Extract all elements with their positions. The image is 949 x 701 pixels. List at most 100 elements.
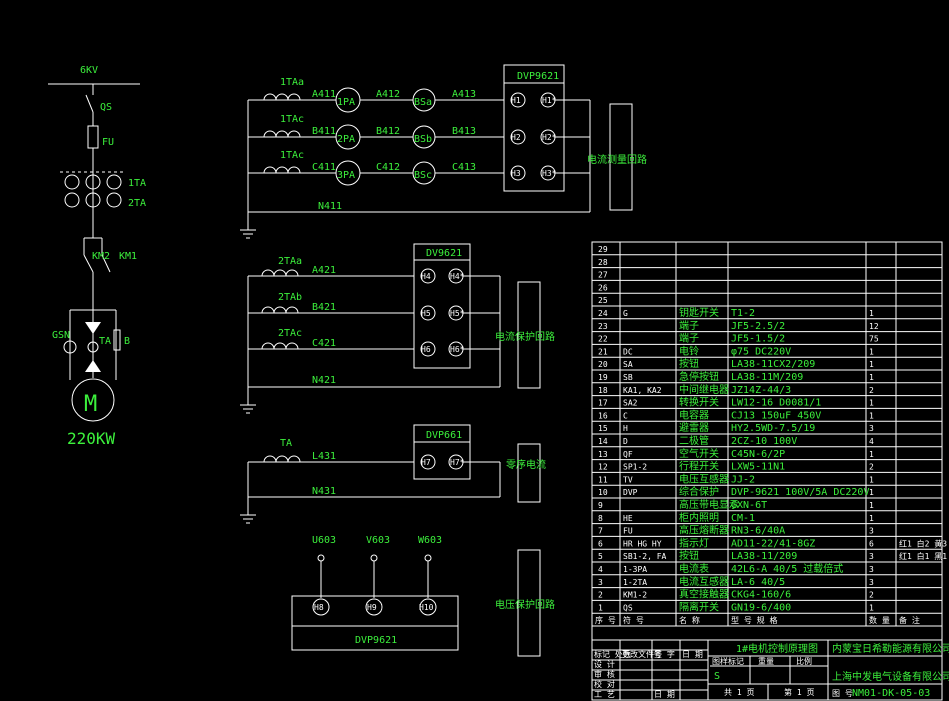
table-cell-code: QS bbox=[623, 603, 633, 612]
terminal-label: H5 bbox=[421, 309, 431, 318]
table-cell-name: 端子 bbox=[679, 332, 699, 345]
date-label: 日 期 bbox=[654, 690, 675, 699]
table-cell-name: 电压互感器 bbox=[679, 472, 729, 485]
reviewer-label: 审 核 bbox=[594, 669, 615, 679]
company-name-2: 上海中发电气设备有限公司 bbox=[832, 670, 949, 683]
meter-circuit-label: 电流测量回路 bbox=[587, 153, 647, 166]
terminal-label: H2 bbox=[511, 133, 521, 142]
table-cell-code: DVP bbox=[623, 488, 638, 497]
terminal-label: H9 bbox=[367, 603, 377, 612]
table-header-cell: 序 号 bbox=[595, 615, 616, 625]
protect-row-2: 2TAb B421 H5 H5* bbox=[248, 292, 500, 321]
table-cell-code: HE bbox=[623, 514, 633, 523]
table-cell-no: 7 bbox=[598, 527, 603, 536]
table-cell-qty: 3 bbox=[869, 578, 874, 587]
table-header-cell: 数 量 bbox=[869, 615, 890, 625]
km1-label: KM1 bbox=[119, 251, 137, 262]
table-row: 26 bbox=[598, 283, 608, 292]
table-cell-no: 20 bbox=[598, 360, 608, 369]
motor-power: 220KW bbox=[67, 429, 116, 448]
table-cell-qty: 12 bbox=[869, 322, 879, 331]
table-header-cell: 名 称 bbox=[679, 615, 700, 625]
table-cell-model: 2CZ-10 100V bbox=[731, 436, 797, 447]
table-cell-qty: 1 bbox=[869, 488, 874, 497]
meter-device: DVP9621 bbox=[517, 71, 559, 82]
table-cell-name: 电铃 bbox=[679, 344, 699, 357]
table-cell-no: 16 bbox=[598, 411, 608, 420]
terminal-label: H3* bbox=[542, 169, 557, 178]
table-cell-name: 二极管 bbox=[679, 434, 709, 447]
table-cell-code: H bbox=[623, 424, 628, 433]
table-cell-model: 42L6-A 40/5 过载倍式 bbox=[731, 562, 843, 575]
fuse-symbol bbox=[87, 125, 99, 149]
wire-label: B413 bbox=[452, 126, 476, 137]
table-header-cell: 型 号 规 格 bbox=[731, 615, 777, 625]
current-protection-circuit: N421 DV9621 2TAa A421 H4 H4* 2TAb B421 H… bbox=[240, 243, 555, 414]
table-cell-model: RN3-6/40A bbox=[731, 526, 785, 537]
ta-label: TA bbox=[99, 336, 111, 347]
table-cell-no: 12 bbox=[598, 463, 608, 472]
rev-sign: 签 字 bbox=[654, 649, 675, 659]
table-cell-model: LA38-11M/209 bbox=[731, 372, 803, 383]
table-cell-code: KA1, KA2 bbox=[623, 386, 662, 395]
drawing-title: 1#电机控制原理图 bbox=[736, 642, 818, 655]
wire-label: L431 bbox=[312, 451, 336, 462]
company-name-1: 内蒙宝日希勒能源有限公司 bbox=[832, 642, 949, 655]
table-cell-name: 转换开关 bbox=[679, 396, 719, 409]
table-cell-name: 柜内照明 bbox=[679, 511, 719, 524]
table-cell-model: GXN-6T bbox=[731, 500, 767, 511]
switch-label: BSc bbox=[414, 170, 432, 181]
table-cell-no: 14 bbox=[598, 437, 608, 446]
km2-label: KM2 bbox=[92, 251, 110, 262]
table-cell-name: 按钮 bbox=[679, 357, 699, 370]
table-cell-no: 29 bbox=[598, 245, 608, 254]
voltage-device: DVP9621 bbox=[355, 635, 397, 646]
wire-label: C421 bbox=[312, 338, 336, 349]
protect-neutral: N421 bbox=[312, 375, 336, 386]
table-cell-name: 电容器 bbox=[679, 408, 709, 421]
rev-mark: 标记 处数 bbox=[594, 649, 631, 659]
ct-label: 1TAa bbox=[280, 77, 304, 88]
mark-label: 图样标记 bbox=[712, 656, 744, 666]
table-cell-model: HY2.5WD-7.5/19 bbox=[731, 423, 815, 434]
voltage-label: 6KV bbox=[80, 65, 98, 76]
motor-label: M bbox=[84, 392, 97, 417]
terminal-label: H6* bbox=[450, 345, 465, 354]
stage-mark: S bbox=[714, 671, 720, 682]
meter-row-1: 1TAa A411 1PA A412 BSa A413 H1 H1* bbox=[248, 77, 590, 113]
ct-label: 2TAb bbox=[278, 292, 302, 303]
table-cell-qty: 1 bbox=[869, 514, 874, 523]
table-cell-qty: 1 bbox=[869, 450, 874, 459]
table-cell-qty: 2 bbox=[869, 591, 874, 600]
table-cell-name: 真空接触器 bbox=[679, 588, 729, 601]
table-cell-name: 综合保护 bbox=[679, 485, 719, 498]
table-cell-name: 高压带电显示 bbox=[679, 498, 739, 511]
table-cell-qty: 1 bbox=[869, 309, 874, 318]
weight-label: 重量 bbox=[758, 656, 774, 666]
rev-date: 日 期 bbox=[682, 650, 703, 659]
table-cell-no: 4 bbox=[598, 565, 603, 574]
process-label: 工 艺 bbox=[594, 690, 615, 699]
wire-label: A421 bbox=[312, 265, 336, 276]
table-cell-model: JJ-2 bbox=[731, 474, 755, 485]
table-cell-no: 27 bbox=[598, 271, 608, 280]
wire-label: B411 bbox=[312, 126, 336, 137]
table-cell-model: CKG4-160/6 bbox=[731, 590, 791, 601]
table-cell-no: 13 bbox=[598, 450, 608, 459]
table-cell-model: LA-6 40/5 bbox=[731, 577, 785, 588]
table-cell-model: JF5-2.5/2 bbox=[731, 321, 785, 332]
table-cell-code: SA bbox=[623, 360, 633, 369]
table-cell-no: 28 bbox=[598, 258, 608, 267]
table-cell-qty: 75 bbox=[869, 335, 879, 344]
table-cell-qty: 4 bbox=[869, 437, 874, 446]
